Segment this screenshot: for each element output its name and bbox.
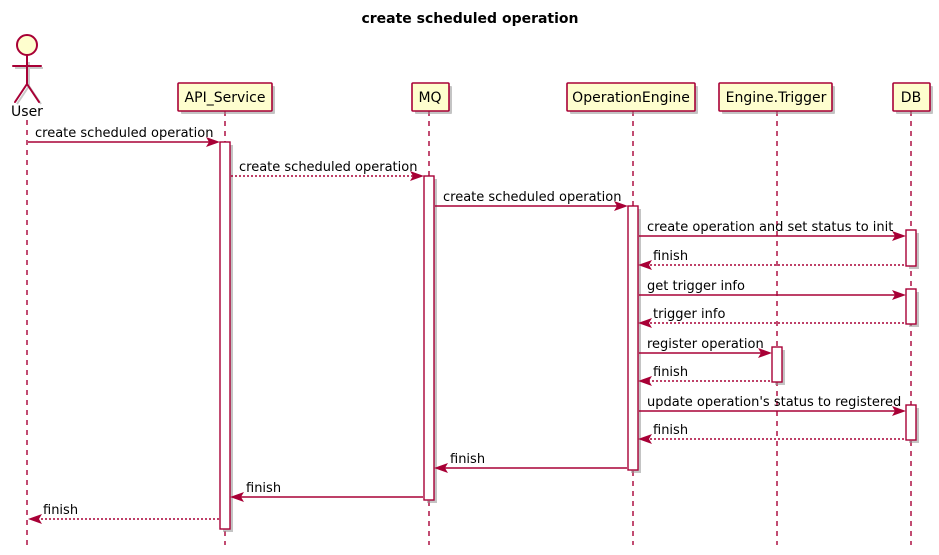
participant-engine-trigger-box[interactable] — [718, 82, 833, 112]
participant-operation-engine-label: OperationEngine — [572, 90, 690, 106]
message-10-update-operation-status-registered[interactable]: update operation's status to registered — [639, 395, 906, 416]
actor-user-body-icon — [12, 54, 42, 103]
message-3-create-scheduled-operation[interactable]: create scheduled operation — [435, 190, 628, 211]
lifelines-group — [26, 111, 912, 545]
message-4-label: create operation and set status to init — [647, 220, 893, 235]
message-6-arrowhead-icon — [892, 290, 906, 300]
participant-engine-trigger[interactable]: Engine.Trigger — [718, 82, 835, 114]
activation-bar-api-service — [219, 141, 231, 530]
participant-operation-engine-box[interactable] — [566, 82, 696, 112]
message-4-arrowhead-icon — [892, 231, 906, 241]
actor-user-label: User — [11, 104, 43, 120]
message-13-finish[interactable]: finish — [230, 481, 423, 502]
message-12-label: finish — [450, 452, 485, 467]
message-10-label: update operation's status to registered — [647, 395, 901, 410]
message-14-finish[interactable]: finish — [28, 503, 219, 524]
message-9-finish[interactable]: finish — [638, 365, 770, 386]
message-1-arrowhead-icon — [206, 137, 220, 147]
message-14-label: finish — [43, 503, 78, 518]
message-8-arrowhead-icon — [758, 348, 772, 358]
activation-bar-engine-trigger — [771, 346, 783, 383]
participant-engine-trigger-label: Engine.Trigger — [726, 90, 827, 106]
participant-mq-box[interactable] — [411, 82, 450, 112]
actor-user-head-icon — [16, 34, 38, 56]
message-8-register-operation[interactable]: register operation — [639, 337, 772, 358]
activation-bar-operation-engine — [627, 205, 639, 471]
message-9-arrowhead-icon — [638, 376, 652, 386]
participant-db-box[interactable] — [892, 82, 931, 112]
participant-api-service-label: API_Service — [185, 90, 266, 106]
participant-operation-engine[interactable]: OperationEngine — [566, 82, 698, 114]
participant-db-label: DB — [901, 90, 921, 106]
activation-bars-group — [219, 141, 919, 532]
message-7-trigger-info[interactable]: trigger info — [638, 307, 904, 328]
participant-api-service[interactable]: API_Service — [177, 82, 275, 114]
message-4-create-operation-set-status-init[interactable]: create operation and set status to init — [639, 220, 906, 241]
activation-bar-db-3 — [905, 404, 917, 441]
participant-mq-label: MQ — [418, 90, 441, 106]
message-2-label: create scheduled operation — [239, 160, 417, 175]
activation-bar-db-2 — [905, 288, 917, 325]
activation-bar-db-1 — [905, 229, 917, 267]
message-3-arrowhead-icon — [614, 201, 628, 211]
message-11-label: finish — [653, 423, 688, 438]
message-11-arrowhead-icon — [638, 434, 652, 444]
message-8-label: register operation — [647, 337, 764, 352]
actor-user-shadow — [15, 62, 43, 105]
message-5-arrowhead-icon — [638, 260, 652, 270]
message-14-arrowhead-icon — [28, 514, 42, 524]
message-3-label: create scheduled operation — [443, 190, 621, 205]
message-11-finish[interactable]: finish — [638, 423, 904, 444]
message-6-label: get trigger info — [647, 279, 745, 294]
activation-bar-mq — [423, 175, 435, 501]
message-12-finish[interactable]: finish — [434, 452, 627, 473]
message-12-arrowhead-icon — [434, 463, 448, 473]
message-1-label: create scheduled operation — [35, 126, 213, 141]
participant-api-service-box[interactable] — [177, 82, 273, 112]
message-13-arrowhead-icon — [230, 492, 244, 502]
participant-mq[interactable]: MQ — [411, 82, 452, 114]
message-7-arrowhead-icon — [638, 318, 652, 328]
message-2-create-scheduled-operation[interactable]: create scheduled operation — [231, 160, 424, 181]
participant-db[interactable]: DB — [892, 82, 933, 114]
message-1-create-scheduled-operation[interactable]: create scheduled operation — [28, 126, 220, 147]
message-7-label: trigger info — [653, 307, 725, 322]
message-10-arrowhead-icon — [892, 406, 906, 416]
message-2-arrowhead-icon — [410, 171, 424, 181]
message-5-label: finish — [653, 249, 688, 264]
message-5-finish[interactable]: finish — [638, 249, 904, 270]
actor-user[interactable]: User — [11, 34, 43, 120]
diagram-title: create scheduled operation — [361, 11, 578, 27]
message-6-get-trigger-info[interactable]: get trigger info — [639, 279, 906, 300]
message-9-label: finish — [653, 365, 688, 380]
message-13-label: finish — [246, 481, 281, 496]
